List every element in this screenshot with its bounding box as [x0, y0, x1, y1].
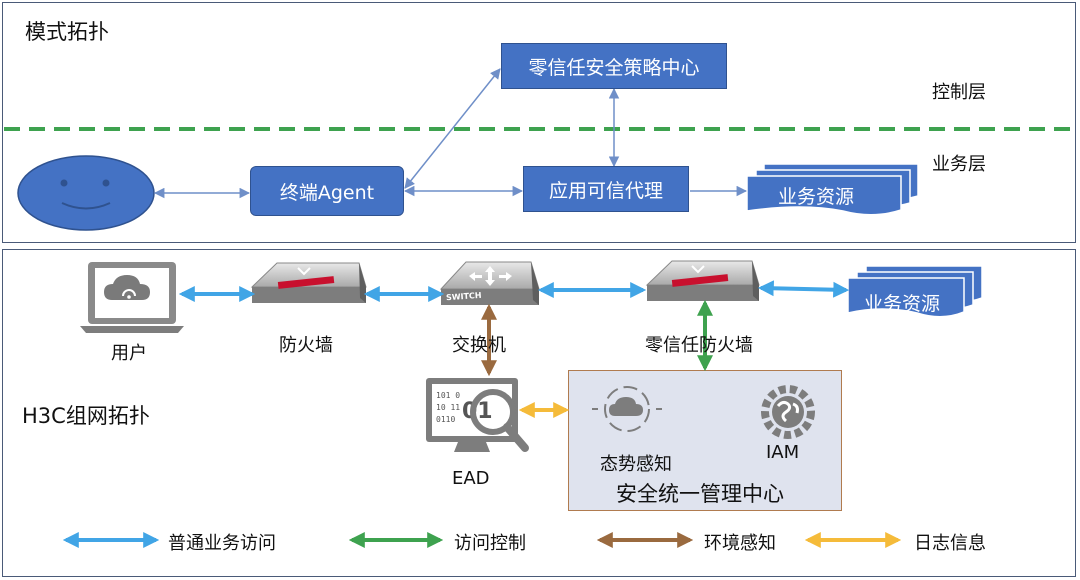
arrow-agent-policy	[404, 68, 501, 189]
iam-gear-globe-icon	[761, 385, 815, 439]
iam-label: IAM	[766, 442, 800, 463]
topology-mode-title: 模式拓扑	[25, 20, 109, 44]
situation-awareness-icon	[592, 386, 662, 432]
trusted-proxy-box: 应用可信代理	[523, 166, 689, 212]
firewall-device-icon	[250, 262, 367, 303]
zero-trust-firewall-label: 零信任防火墙	[645, 335, 753, 356]
svg-text:10 11: 10 11	[436, 403, 460, 412]
terminal-agent-box: 终端Agent	[250, 166, 404, 216]
legend-label-normal: 普通业务访问	[168, 533, 276, 554]
svg-text:101 0: 101 0	[436, 391, 460, 400]
zero-trust-firewall-device-icon	[645, 260, 760, 301]
ead-monitor-icon: 101 0 10 11 0110 01	[426, 378, 529, 452]
control-layer-label: 控制层	[932, 82, 986, 103]
h3c-network-title: H3C组网拓扑	[22, 404, 150, 428]
business-resources-stack-top	[746, 163, 919, 216]
security-management-center-box	[568, 370, 842, 511]
user-label: 用户	[111, 343, 147, 364]
business-layer-label: 业务层	[932, 154, 986, 175]
switch-device-icon	[439, 261, 540, 305]
user-smiley-icon	[17, 155, 155, 231]
svg-text:0110: 0110	[436, 415, 455, 424]
business-resources-label-top: 业务资源	[778, 186, 855, 208]
ead-label: EAD	[452, 468, 490, 489]
legend-label-environment: 环境感知	[704, 533, 776, 554]
arrow-ztfirewall-resources	[757, 280, 850, 298]
business-resources-stack-bottom	[847, 265, 983, 318]
laptop-icon	[80, 262, 184, 333]
legend-label-control: 访问控制	[454, 533, 526, 554]
firewall-label: 防火墙	[279, 335, 333, 356]
switch-label: 交换机	[452, 335, 506, 356]
policy-center-box: 零信任安全策略中心	[501, 43, 727, 89]
security-management-center-label: 安全统一管理中心	[616, 482, 784, 506]
situation-awareness-label: 态势感知	[600, 454, 672, 475]
legend-label-log: 日志信息	[914, 533, 986, 554]
business-resources-label-bottom: 业务资源	[864, 293, 941, 315]
